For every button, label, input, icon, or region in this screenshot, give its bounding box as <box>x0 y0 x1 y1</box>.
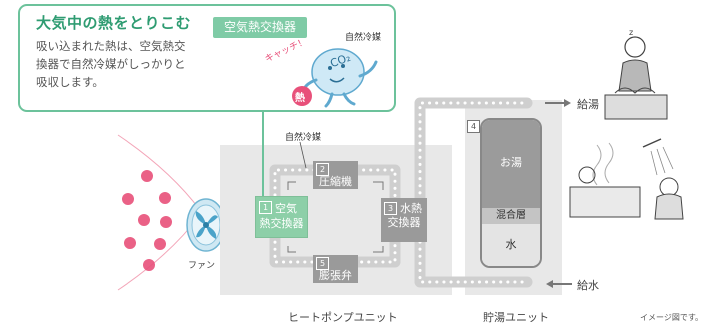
svg-text:z: z <box>629 28 633 37</box>
expansion-valve: 5 膨張弁 <box>313 255 358 283</box>
callout-body: 吸い込まれた熱は、空気熱交 換器で自然冷媒がしっかりと 吸収します。 <box>36 39 186 89</box>
storage-unit-caption: 貯湯ユニット <box>483 311 549 324</box>
callout-title: 大気中の熱をとりこむ <box>36 14 192 32</box>
co2-character-illustration <box>292 48 378 108</box>
tank-water-layer: 水 <box>482 224 540 266</box>
compressor: 2 圧縮機 <box>313 161 358 189</box>
tank-hot-layer: お湯 <box>482 120 540 208</box>
heat-pump-unit-caption: ヒートポンプユニット <box>288 311 398 324</box>
fan-label: ファン <box>188 261 216 271</box>
character-refrigerant-label: 自然冷媒 <box>345 33 382 43</box>
kitchen-scene-illustration: z <box>604 28 668 120</box>
storage-tank: お湯 混合層 水 <box>480 118 542 268</box>
air-heat-exchanger-tag: 空気熱交換器 <box>213 17 307 38</box>
refrigerant-label: 自然冷媒 <box>285 133 322 143</box>
hot-water-supply-label: 給湯 <box>577 98 599 111</box>
tank-mix-layer: 混合層 <box>482 208 540 224</box>
bath-scene-illustration <box>569 138 684 220</box>
image-note: イメージ図です。 <box>640 313 704 322</box>
water-supply-label: 給水 <box>577 279 599 292</box>
tank-number-4: 4 <box>467 120 483 139</box>
heat-character-text: 熱 <box>295 93 305 104</box>
